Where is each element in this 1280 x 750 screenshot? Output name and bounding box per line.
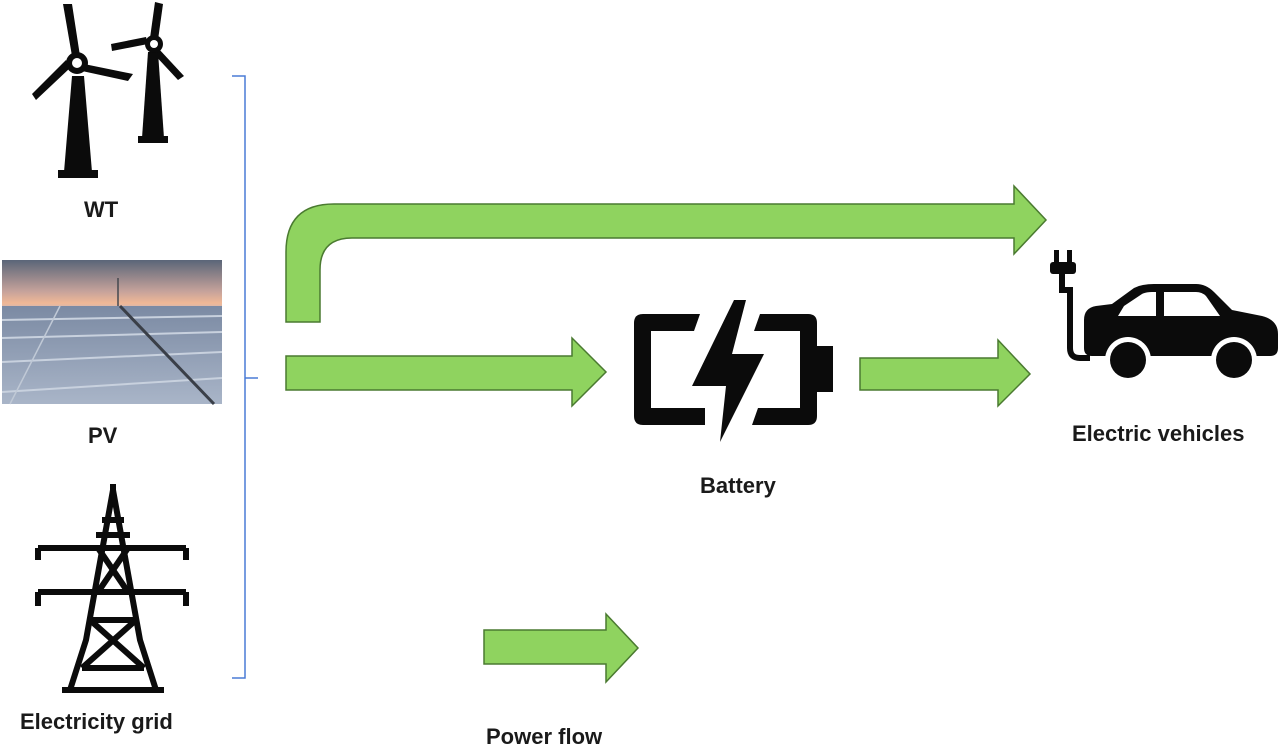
legend-power-flow-arrow	[483, 612, 640, 684]
wt-label: WT	[84, 197, 119, 222]
electric-vehicles-label: Electric vehicles	[1072, 421, 1245, 446]
electricity-grid-label: Electricity grid	[20, 709, 173, 734]
legend-power-flow-label: Power flow	[486, 724, 603, 749]
wind-turbine-icon	[32, 2, 184, 178]
pv-label: PV	[88, 423, 118, 448]
battery-charging-icon	[634, 300, 833, 442]
source-bracket	[232, 75, 258, 679]
transmission-tower-icon	[35, 484, 189, 693]
electric-car-plug-icon	[1050, 250, 1278, 383]
battery-label: Battery	[700, 473, 776, 498]
power-flow-arrow-to-battery	[285, 336, 608, 408]
solar-panel-photo	[1, 260, 223, 406]
power-flow-arrow-to-ev-direct	[285, 184, 1048, 323]
power-flow-arrow-battery-to-ev	[859, 338, 1032, 408]
